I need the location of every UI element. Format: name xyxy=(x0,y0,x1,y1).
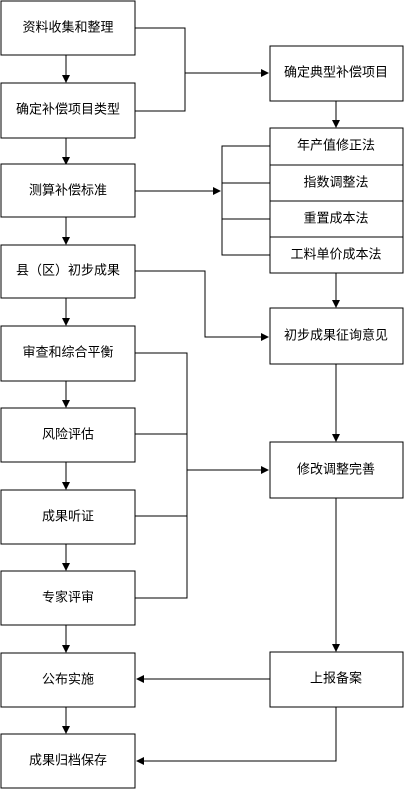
node-risk: 风险评估 xyxy=(0,407,136,463)
node-review: 审查和综合平衡 xyxy=(0,325,136,382)
node-consult-label: 初步成果征询意见 xyxy=(284,328,388,344)
method-unit-price-cost: 工料单价成本法 xyxy=(290,248,381,263)
node-archive-label: 成果归档保存 xyxy=(29,754,107,769)
node-expert-label: 专家评审 xyxy=(42,590,94,606)
node-expert: 专家评审 xyxy=(0,570,136,626)
node-revise-label: 修改调整完善 xyxy=(297,462,375,478)
node-measure: 测算补偿标准 xyxy=(0,163,136,218)
node-consult: 初步成果征询意见 xyxy=(269,307,404,365)
node-county: 县（区）初步成果 xyxy=(0,244,136,299)
node-county-label: 县（区）初步成果 xyxy=(16,264,120,279)
node-report: 上报备案 xyxy=(269,651,404,708)
node-report-label: 上报备案 xyxy=(310,671,362,687)
node-typical-label: 确定典型补偿项目 xyxy=(284,66,388,81)
connectors xyxy=(62,27,340,765)
method-replacement-cost: 重置成本法 xyxy=(303,211,368,227)
node-collect: 资料收集和整理 xyxy=(0,0,136,56)
node-hearing: 成果听证 xyxy=(0,489,136,545)
bracket-collect-type xyxy=(135,27,186,112)
node-archive: 成果归档保存 xyxy=(0,733,136,789)
node-type: 确定补偿项目类型 xyxy=(0,82,136,139)
node-revise: 修改调整完善 xyxy=(269,441,404,499)
node-review-label: 审查和综合平衡 xyxy=(22,346,113,361)
node-type-label: 确定补偿项目类型 xyxy=(16,103,120,118)
arrow-county-to-consult xyxy=(135,270,269,341)
bracket-review-group xyxy=(135,352,188,599)
node-publish-label: 公布实施 xyxy=(42,673,94,688)
node-measure-label: 测算补偿标准 xyxy=(29,184,107,199)
bracket-methods xyxy=(221,145,270,256)
method-index-adjust: 指数调整法 xyxy=(303,176,368,191)
node-methods: 年产值修正法 指数调整法 重置成本法 工料单价成本法 xyxy=(269,127,404,274)
node-collect-label: 资料收集和整理 xyxy=(22,20,113,36)
node-publish: 公布实施 xyxy=(0,652,136,708)
node-typical: 确定典型补偿项目 xyxy=(269,45,404,102)
method-annual-output: 年产值修正法 xyxy=(297,138,375,154)
node-risk-label: 风险评估 xyxy=(42,428,94,443)
node-hearing-label: 成果听证 xyxy=(42,510,94,525)
arrow-report-to-archive xyxy=(136,707,337,765)
